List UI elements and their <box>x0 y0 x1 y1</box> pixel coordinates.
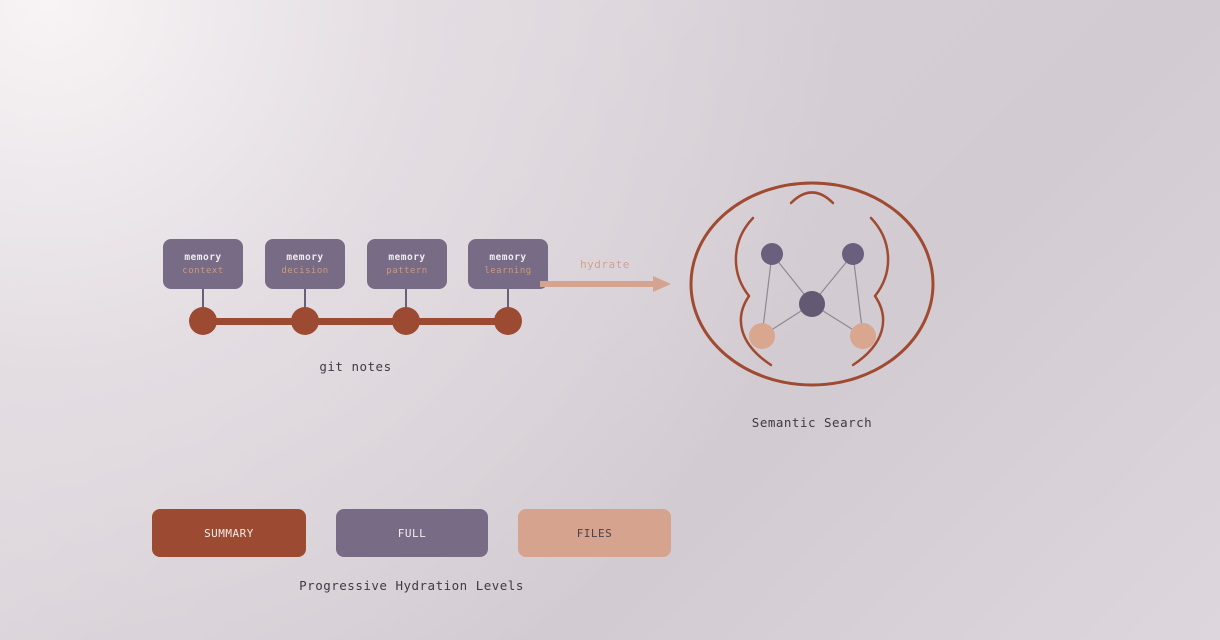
commit-dot <box>392 307 420 335</box>
graph-node <box>761 243 783 265</box>
graph-node <box>749 323 775 349</box>
commit-title: memory <box>489 252 527 263</box>
commit-subtitle: decision <box>281 266 329 276</box>
memory-commit-decision: memory decision <box>265 239 345 289</box>
full-button[interactable]: FULL <box>336 509 488 557</box>
commit-subtitle: learning <box>484 266 532 276</box>
files-button[interactable]: FILES <box>518 509 671 557</box>
memory-commit-context: memory context <box>163 239 243 289</box>
brain-outline <box>689 181 935 387</box>
graph-node-center <box>799 291 825 317</box>
commit-title: memory <box>388 252 426 263</box>
commit-dot <box>291 307 319 335</box>
commit-dot <box>189 307 217 335</box>
memory-commit-pattern: memory pattern <box>367 239 447 289</box>
git-timeline <box>203 318 508 325</box>
hydration-levels-label: Progressive Hydration Levels <box>299 578 524 593</box>
hydrate-arrow-shaft <box>540 281 654 287</box>
hydrate-arrow-head-icon <box>653 276 671 292</box>
memory-commit-learning: memory learning <box>468 239 548 289</box>
commit-dot <box>494 307 522 335</box>
commit-subtitle: pattern <box>386 266 428 276</box>
brain-icon <box>689 181 935 387</box>
brain-right-fold <box>851 216 890 367</box>
brain-left-fold <box>734 216 773 367</box>
summary-button[interactable]: SUMMARY <box>152 509 306 557</box>
commit-subtitle: context <box>182 266 224 276</box>
commit-connector <box>202 289 204 315</box>
commit-connector <box>304 289 306 315</box>
git-notes-label: git notes <box>319 359 392 374</box>
hydrate-arrow-label: hydrate <box>580 258 630 271</box>
graph-node <box>850 323 876 349</box>
commit-connector <box>405 289 407 315</box>
commit-connector <box>507 289 509 315</box>
commit-title: memory <box>184 252 222 263</box>
brain-top-fold <box>789 191 835 205</box>
commit-title: memory <box>286 252 324 263</box>
semantic-search-label: Semantic Search <box>751 415 873 430</box>
graph-node <box>842 243 864 265</box>
